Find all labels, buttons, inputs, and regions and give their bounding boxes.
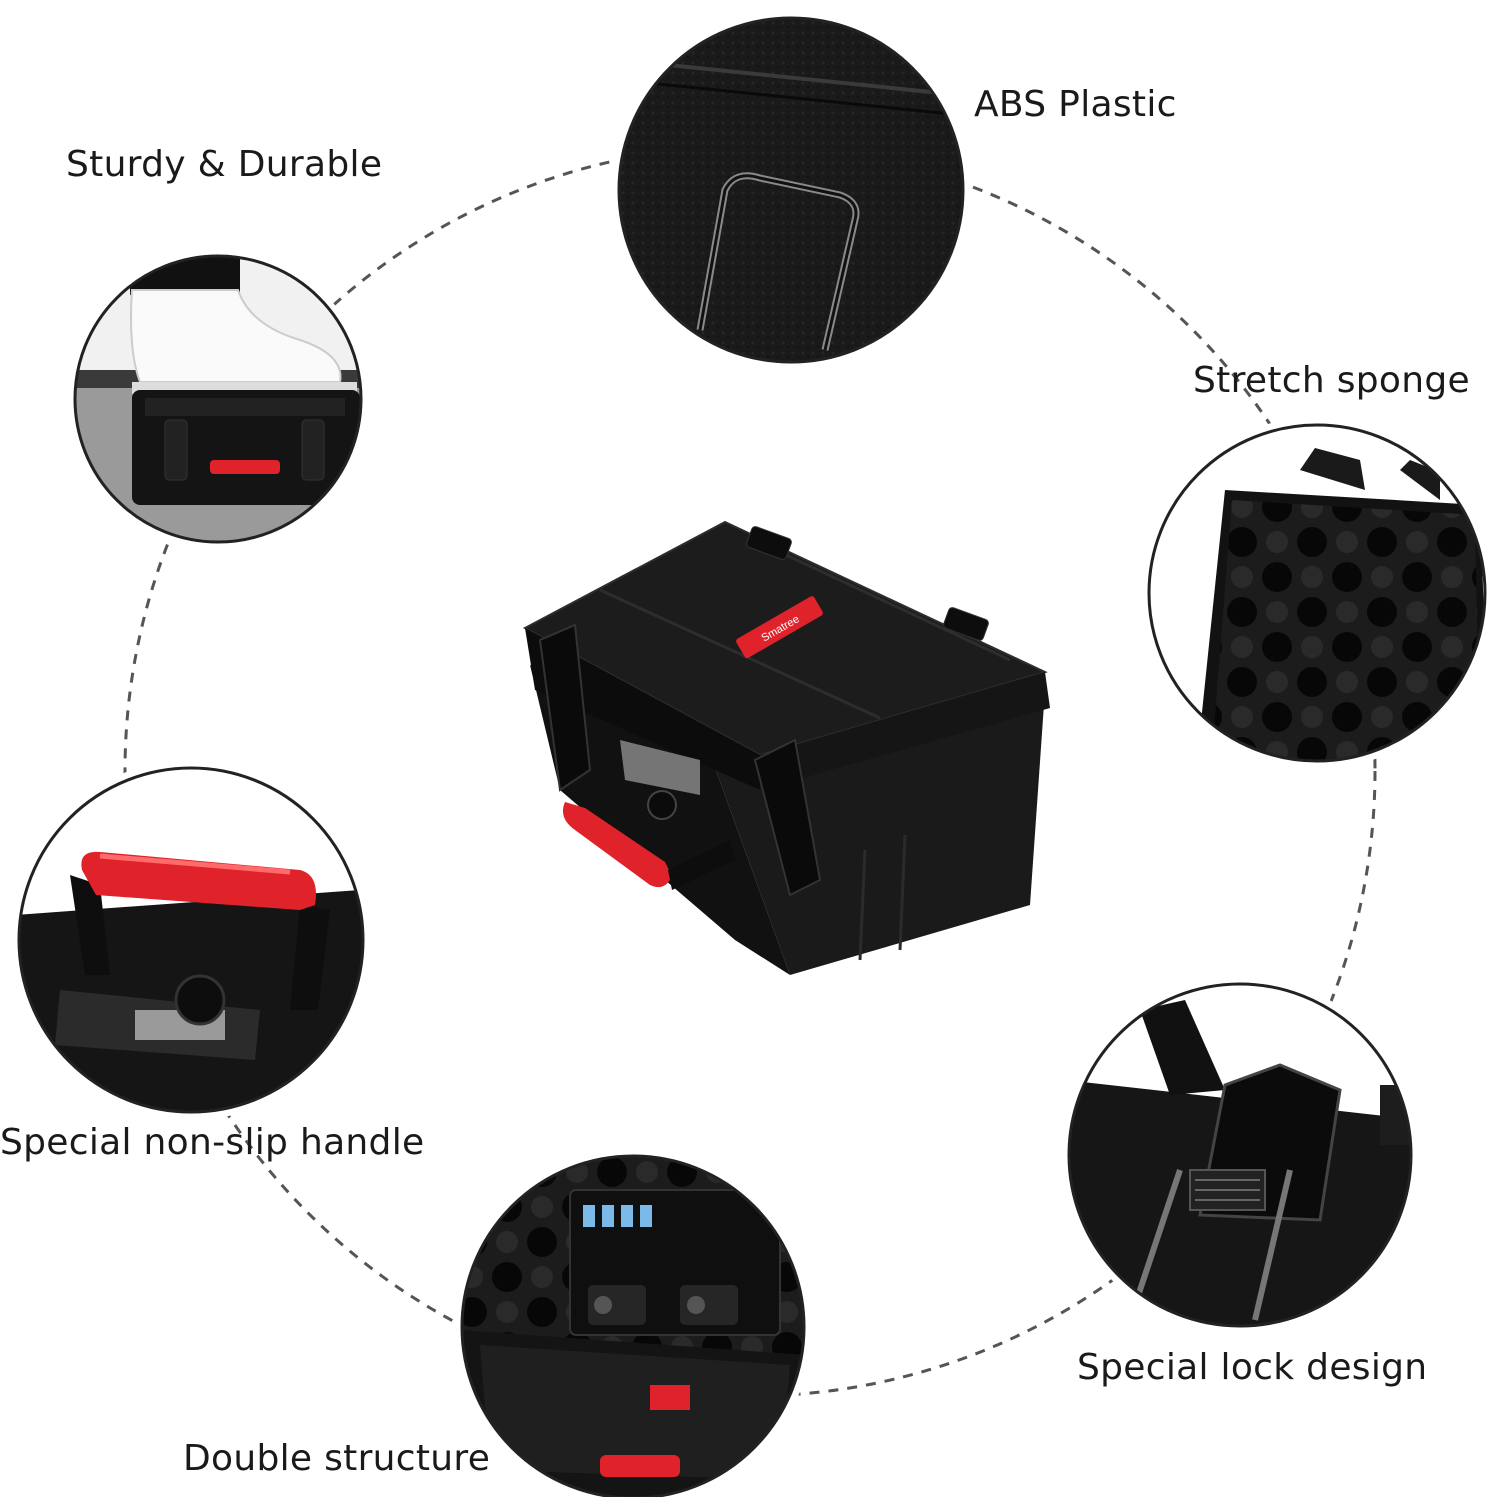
feature-label-handle: Special non-slip handle (0, 1122, 425, 1163)
feature-label-abs: ABS Plastic (974, 84, 1177, 125)
feature-label-double: Double structure (183, 1438, 491, 1479)
red-handle-icon (19, 768, 363, 1112)
textured-plastic-handle-icon (619, 18, 963, 362)
dashed-ring (123, 144, 1377, 1398)
hard-case-product: Smatree (522, 520, 1050, 975)
open-case-with-cameras-icon (462, 1156, 804, 1498)
feature-label-sturdy: Sturdy & Durable (66, 144, 383, 185)
feature-label-stretch: Stretch sponge (1193, 360, 1470, 401)
latch-lock-icon (1069, 984, 1411, 1326)
feature-label-lock: Special lock design (1077, 1347, 1428, 1388)
egg-crate-foam-icon (1149, 425, 1485, 761)
